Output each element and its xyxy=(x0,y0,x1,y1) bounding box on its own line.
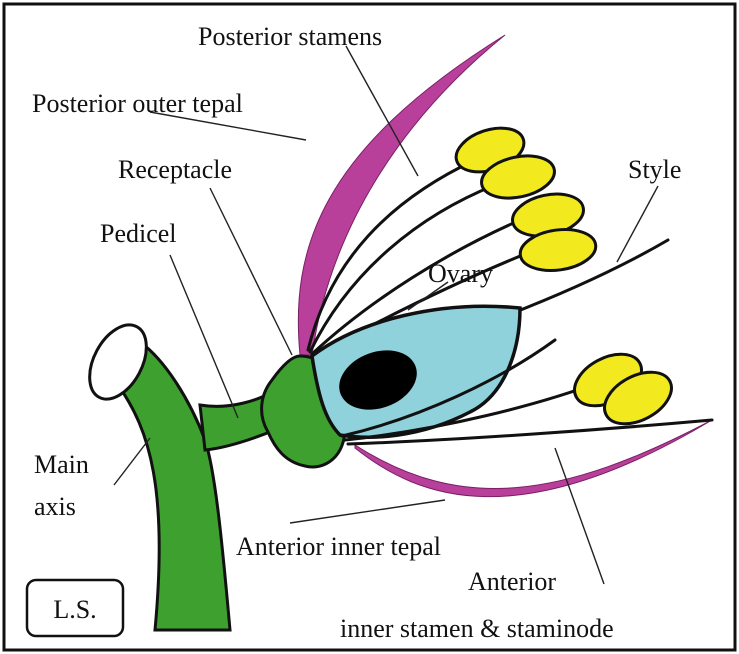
label-anterior-inner-tepal: Anterior inner tepal xyxy=(236,532,441,561)
label-section-type: L.S. xyxy=(53,595,96,624)
label-anterior-line1: Anterior xyxy=(468,567,556,596)
label-main-axis-line1: Main xyxy=(34,450,89,479)
label-anterior-line2: inner stamen & staminode xyxy=(340,614,614,643)
label-main-axis-line2: axis xyxy=(34,492,76,521)
label-style: Style xyxy=(628,155,681,184)
label-posterior-stamens: Posterior stamens xyxy=(198,22,382,51)
label-receptacle: Receptacle xyxy=(118,155,232,184)
label-posterior-outer-tepal: Posterior outer tepal xyxy=(32,89,243,118)
label-ovary: Ovary xyxy=(428,259,493,288)
label-pedicel: Pedicel xyxy=(100,219,177,248)
